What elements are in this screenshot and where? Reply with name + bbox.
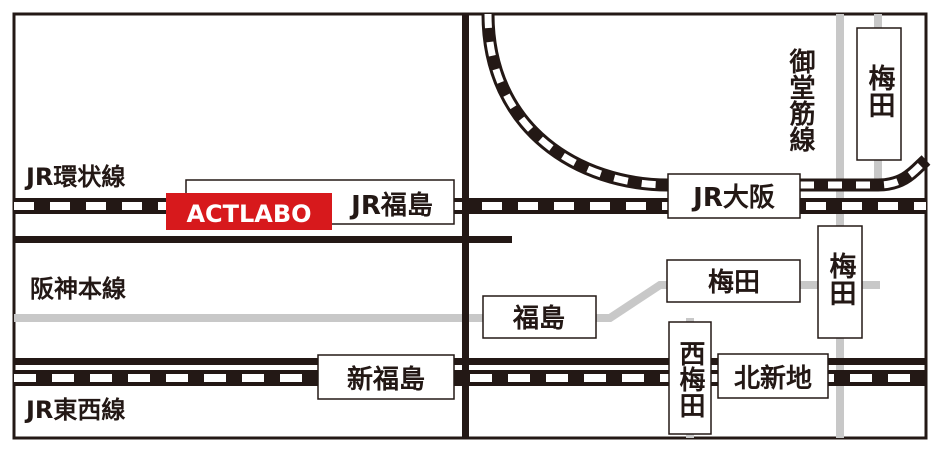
station-umeda-top: 梅田: [864, 64, 896, 118]
station-box-umeda-right: [817, 225, 863, 339]
station-umeda-right: 梅田: [825, 252, 857, 306]
line-label-hanshin: 阪神本線: [30, 275, 126, 303]
station-box-umeda-top: [856, 27, 902, 161]
station-box-shin-fukushima: [317, 354, 455, 400]
main-vertical-road: [462, 14, 469, 438]
station-umeda-mid: 梅田: [708, 267, 760, 298]
station-shin-fukushima: 新福島: [347, 364, 425, 395]
hanshin-dark-line: [14, 236, 512, 243]
venue-marker: ACTLABO: [166, 179, 455, 230]
station-box-jr-osaka: [667, 173, 801, 219]
venue-label: ACTLABO: [186, 200, 311, 228]
jr-loop-curve: [481, 13, 931, 192]
station-box-umeda-mid: [666, 259, 801, 303]
line-label-jr-loop: JR環状線: [24, 163, 125, 191]
station-box-fukushima: [482, 295, 597, 339]
line-label-jr-tozai: JR東西線: [24, 396, 125, 424]
station-jr-fukushima: JR福島: [349, 191, 433, 221]
station-box-nishi-umeda: [668, 321, 712, 435]
station-box-kitashinchi: [717, 353, 829, 399]
station-fukushima: 福島: [512, 304, 565, 334]
station-kitashinchi: 北新地: [734, 363, 812, 394]
station-jr-osaka: JR大阪: [691, 183, 775, 213]
line-label-midosuji: 御堂筋線: [785, 47, 816, 153]
station-nishi-umeda: 西梅田: [675, 340, 705, 418]
